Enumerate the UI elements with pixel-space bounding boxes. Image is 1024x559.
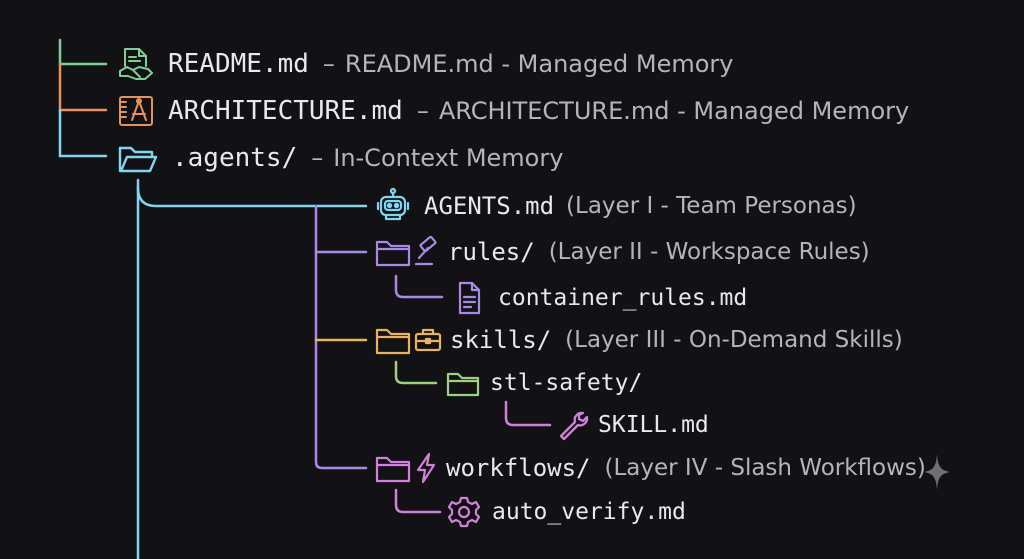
tree-item-container-rules[interactable]: container_rules.md xyxy=(452,280,747,316)
blueprint-compass-icon xyxy=(116,91,156,131)
briefcase-icon xyxy=(412,322,444,358)
file-name: AGENTS.md xyxy=(424,192,555,220)
file-description: README.md - Managed Memory xyxy=(344,50,734,78)
tree-item-skills[interactable]: skills/ (Layer III - On-Demand Skills) xyxy=(374,322,903,358)
separator-dash: – xyxy=(416,97,429,125)
file-name: ARCHITECTURE.md xyxy=(168,96,403,126)
folder-icon xyxy=(374,234,412,270)
separator-dash: – xyxy=(322,50,335,78)
tree-item-auto-verify[interactable]: auto_verify.md xyxy=(446,494,686,530)
file-name: container_rules.md xyxy=(498,285,748,311)
sparkle-icon xyxy=(924,454,950,495)
folder-name: .agents/ xyxy=(172,143,298,173)
folder-description: In-Context Memory xyxy=(333,144,564,172)
tree-item-agents-md[interactable]: AGENTS.md (Layer I - Team Personas) xyxy=(374,187,857,225)
tree-item-readme[interactable]: README.md – README.md - Managed Memory xyxy=(116,44,733,84)
file-name: SKILL.md xyxy=(598,412,709,438)
file-description: (Layer I - Team Personas) xyxy=(566,193,857,219)
folder-open-icon xyxy=(116,138,160,178)
wrench-icon xyxy=(556,408,590,442)
folder-name: workflows/ xyxy=(446,454,591,482)
tree-item-architecture[interactable]: ARCHITECTURE.md – ARCHITECTURE.md - Mana… xyxy=(116,91,909,131)
folder-name: skills/ xyxy=(450,326,552,354)
folder-icon xyxy=(374,322,412,358)
folder-name: stl-safety/ xyxy=(490,370,643,396)
tree-item-workflows[interactable]: workflows/ (Layer IV - Slash Workflows) xyxy=(374,450,926,486)
gear-icon xyxy=(446,494,482,530)
robot-icon xyxy=(374,187,412,225)
document-handshake-icon xyxy=(116,44,156,84)
file-description: ARCHITECTURE.md - Managed Memory xyxy=(438,97,910,125)
folder-icon xyxy=(444,365,482,401)
gavel-icon xyxy=(412,234,442,270)
tree-item-skill-md[interactable]: SKILL.md xyxy=(556,408,709,442)
file-text-icon xyxy=(452,280,486,316)
separator-dash: – xyxy=(311,144,324,172)
folder-description: (Layer IV - Slash Workflows) xyxy=(604,455,926,481)
tree-item-rules[interactable]: rules/ (Layer II - Workspace Rules) xyxy=(374,234,870,270)
file-name: auto_verify.md xyxy=(492,499,686,525)
tree-item-stl-safety[interactable]: stl-safety/ xyxy=(444,365,642,401)
folder-icon xyxy=(374,450,412,486)
folder-name: rules/ xyxy=(448,238,535,266)
file-name: README.md xyxy=(168,49,309,79)
folder-description: (Layer II - Workspace Rules) xyxy=(548,239,870,265)
lightning-icon xyxy=(412,450,440,486)
folder-description: (Layer III - On-Demand Skills) xyxy=(565,327,903,353)
tree-item-agents-dir[interactable]: .agents/ – In-Context Memory xyxy=(116,138,563,178)
